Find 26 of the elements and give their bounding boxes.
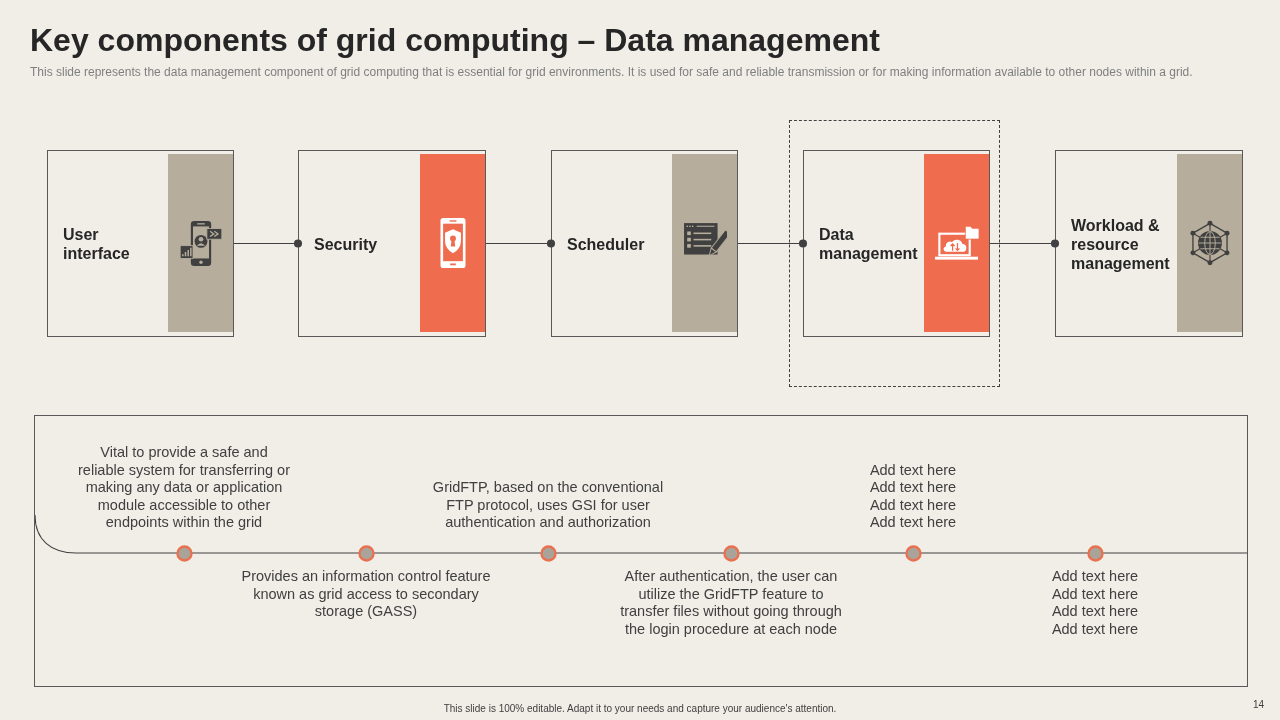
description-text: GridFTP, based on the conventional FTP protocol, uses GSI for user authentication and authorization <box>431 479 665 532</box>
connector <box>737 239 808 248</box>
box-label: Data management <box>819 224 919 263</box>
box-label: User interface <box>63 224 131 263</box>
box-label: Scheduler <box>567 234 646 253</box>
description-text: After authentication, the user can utilize the GridFTP feature to transfer files without going through the login procedure at each node <box>619 568 843 639</box>
connector <box>485 239 556 248</box>
connector <box>233 239 303 248</box>
process-box <box>298 150 486 337</box>
description-text: Add text here Add text here Add text here Add text here <box>868 461 958 532</box>
timeline-panel <box>34 415 1248 687</box>
page-number: 14 <box>1253 699 1265 711</box>
process-box <box>1055 150 1243 337</box>
highlight-frame <box>789 120 1000 387</box>
process-box <box>47 150 234 337</box>
process-box <box>803 150 990 337</box>
box-label: Workload & resource management <box>1071 215 1171 272</box>
process-box <box>551 150 738 337</box>
description-text: Add text here Add text here Add text here Add text here <box>1050 568 1140 639</box>
connector <box>989 239 1060 248</box>
description-text: Vital to provide a safe and reliable system for transferring or making any data or application module accessible to other endpoints within the grid <box>77 444 291 532</box>
description-text: Provides an information control feature known as grid access to secondary storage (GASS) <box>240 568 492 621</box>
footer-note: This slide is 100% editable. Adapt it to your needs and capture your audience's attention. <box>443 703 837 715</box>
slide-subtitle: This slide represents the data management component of grid computing that is essential for grid environments. It is used for safe and reliable transmission or for making information available to other nodes within a grid. <box>30 65 1193 79</box>
slide-title: Key components of grid computing – Data management <box>30 21 880 60</box>
box-label: Security <box>314 234 379 253</box>
